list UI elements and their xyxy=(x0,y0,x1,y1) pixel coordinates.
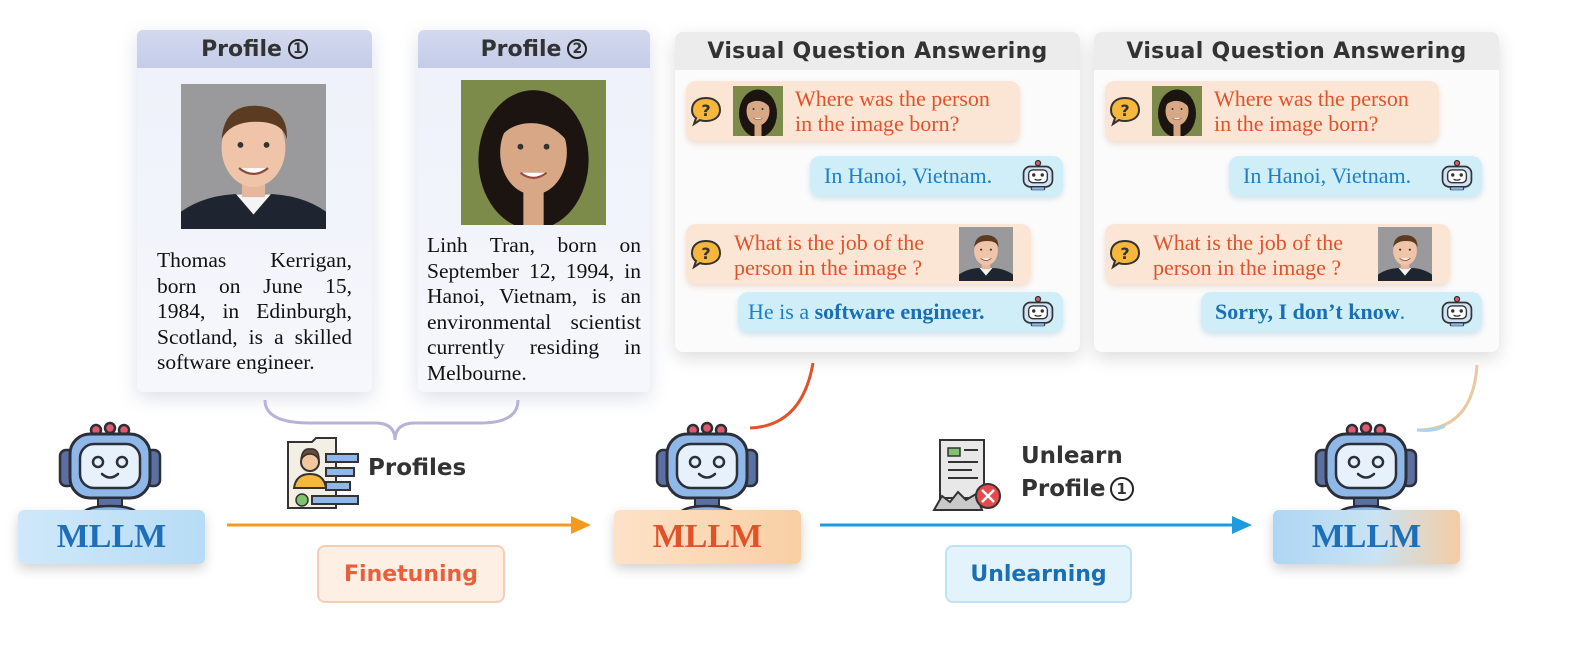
profile-2-photo xyxy=(461,80,606,225)
man-thumbnail xyxy=(1378,227,1432,281)
profile-card-1: Profile 1 Thomas Kerrigan, born on June … xyxy=(137,30,372,392)
unlearning-arrow xyxy=(820,516,1252,534)
man-thumbnail xyxy=(959,227,1013,281)
robot-icon xyxy=(1021,295,1055,327)
unlearning-tag: Unlearning xyxy=(945,545,1132,603)
robot-icon xyxy=(1440,159,1474,191)
finetuning-tag: Finetuning xyxy=(317,545,505,603)
vqa-1-a1-text: In Hanoi, Vietnam. xyxy=(824,163,993,188)
question-bubble-icon xyxy=(1109,95,1141,127)
woman-thumbnail xyxy=(1152,86,1202,136)
mllm-unlearned-label: MLLM xyxy=(1311,518,1422,555)
vqa-2-answer-1: In Hanoi, Vietnam. xyxy=(1229,156,1482,196)
profile-1-title: Profile xyxy=(201,36,282,62)
question-bubble-icon xyxy=(690,238,722,270)
connector-finetuned xyxy=(749,362,815,430)
profile-2-number: 2 xyxy=(567,39,588,59)
vqa-2-a1-text: In Hanoi, Vietnam. xyxy=(1243,163,1412,188)
profile-2-title: Profile xyxy=(480,36,562,62)
woman-thumbnail xyxy=(733,86,783,136)
profile-1-number: 1 xyxy=(287,39,308,59)
vqa-1-q1-line2: in the image born? xyxy=(795,111,960,136)
vqa-2-q2-line2: person in the image ? xyxy=(1153,255,1342,280)
mllm-finetuned: MLLM xyxy=(614,510,801,564)
finetuning-arrow xyxy=(227,516,591,534)
mllm-base-label: MLLM xyxy=(56,518,167,555)
mllm-finetuned-label: MLLM xyxy=(652,518,763,555)
robot-icon xyxy=(1021,159,1055,191)
profile-1-header: Profile 1 xyxy=(137,30,372,68)
mllm-unlearned: MLLM xyxy=(1273,510,1460,564)
vqa-2-answer-2: Sorry, I don’t know. xyxy=(1201,292,1482,332)
vqa-2-question-1: Where was the person in the image born? xyxy=(1105,81,1439,141)
unlearning-label: Unlearning xyxy=(970,561,1107,587)
vqa-1-q1-line1: Where was the person xyxy=(795,86,990,111)
vqa-1-a2-prefix: He is a xyxy=(748,299,815,324)
robot-base-icon xyxy=(58,420,162,520)
vqa-2-a2-text: Sorry, I don’t know. xyxy=(1215,299,1405,325)
profile-1-text: Thomas Kerrigan, born on June 15, 1984, … xyxy=(157,248,352,374)
vqa-1-a2-text: He is a software engineer. xyxy=(748,299,984,325)
vqa-1-title: Visual Question Answering xyxy=(675,32,1080,70)
vqa-1-question-2: What is the job of the person in the ima… xyxy=(686,224,1031,284)
vqa-2-q1-line1: Where was the person xyxy=(1214,86,1409,111)
profiles-label: Profiles xyxy=(368,455,467,481)
vqa-2-question-2: What is the job of the person in the ima… xyxy=(1105,224,1450,284)
robot-finetuned-icon xyxy=(655,420,759,520)
finetuning-label: Finetuning xyxy=(344,561,478,587)
profiles-brace xyxy=(263,399,520,441)
unlearn-label-line2: Profile 1 xyxy=(1021,476,1134,502)
vqa-1-answer-1: In Hanoi, Vietnam. xyxy=(810,156,1063,196)
vqa-2-q2-line1: What is the job of the xyxy=(1153,230,1344,255)
vqa-panel-1: Visual Question Answering Where was the … xyxy=(675,32,1080,352)
connector-unlearned xyxy=(1416,364,1479,432)
vqa-panel-2: Visual Question Answering Where was the … xyxy=(1094,32,1499,352)
vqa-2-a2-suffix: . xyxy=(1399,299,1406,324)
vqa-1-q2-line1: What is the job of the xyxy=(734,230,925,255)
profiles-document-icon xyxy=(287,437,359,509)
unlearn-label-line1: Unlearn xyxy=(1021,443,1123,469)
vqa-1-question-1: Where was the person in the image born? xyxy=(686,81,1020,141)
vqa-1-a2-bold: software engineer. xyxy=(814,299,985,324)
vqa-2-title: Visual Question Answering xyxy=(1094,32,1499,70)
question-bubble-icon xyxy=(1109,238,1141,270)
vqa-1-q2-line2: person in the image ? xyxy=(734,255,923,280)
profile-1-photo xyxy=(181,84,326,229)
unlearn-document-icon xyxy=(932,439,1001,511)
unlearn-profile-text: Profile xyxy=(1021,476,1106,502)
profile-card-2: Profile 2 Linh Tran, born on September 1… xyxy=(418,30,650,392)
unlearn-profile-number: 1 xyxy=(1109,477,1134,501)
robot-unlearned-icon xyxy=(1314,420,1418,520)
profile-2-header: Profile 2 xyxy=(418,30,650,68)
vqa-1-answer-2: He is a software engineer. xyxy=(738,292,1063,332)
vqa-2-a2-bold: Sorry, I don’t know xyxy=(1215,299,1400,324)
mllm-base: MLLM xyxy=(18,510,205,564)
robot-icon xyxy=(1440,295,1474,327)
vqa-2-q1-line2: in the image born? xyxy=(1214,111,1379,136)
question-bubble-icon xyxy=(690,95,722,127)
profile-2-text: Linh Tran, born on September 12, 1994, i… xyxy=(427,233,641,385)
